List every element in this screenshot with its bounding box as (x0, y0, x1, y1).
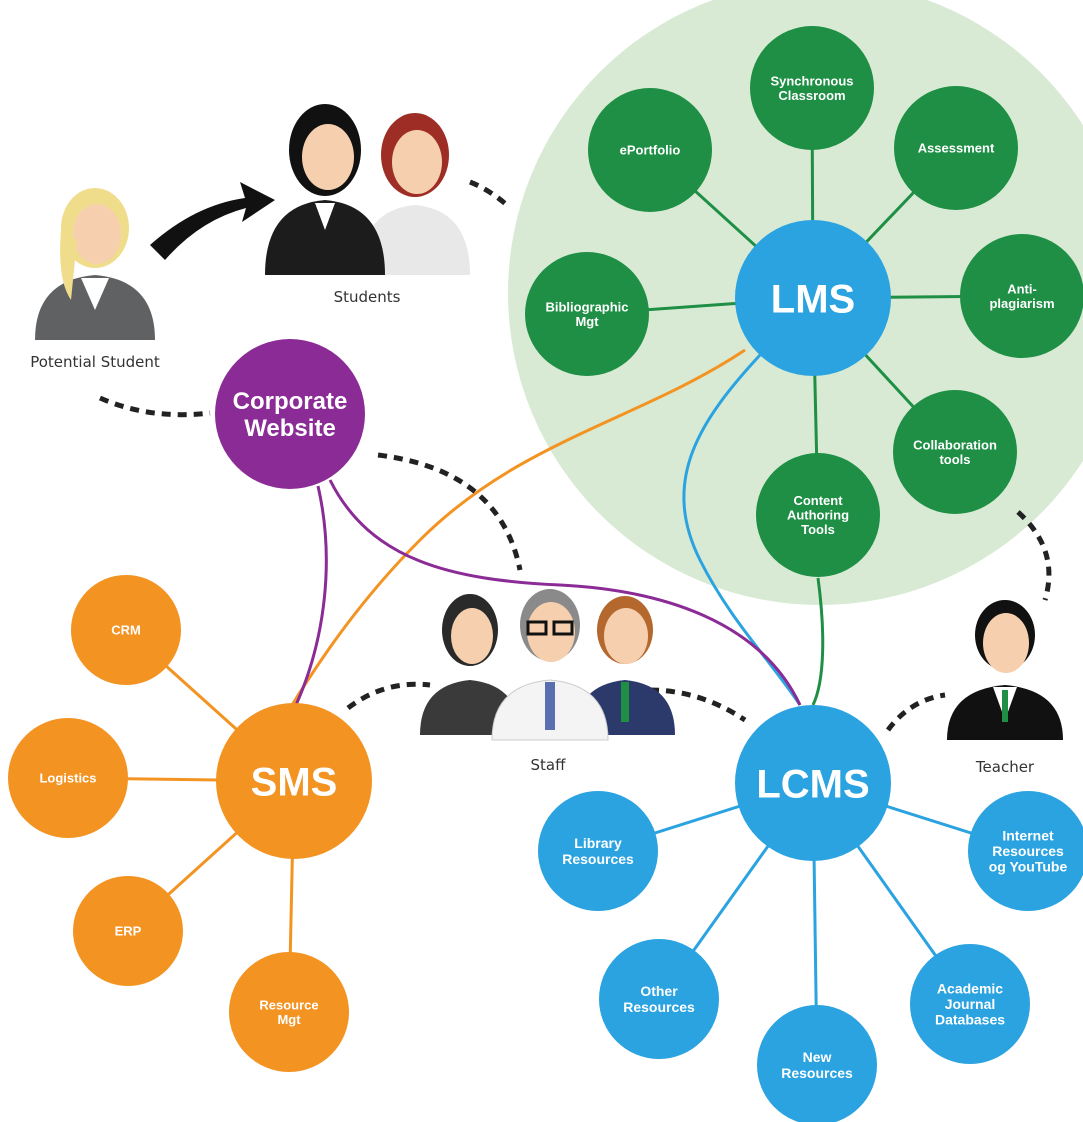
lms-module-6-label-line-2: Tools (801, 522, 835, 537)
sms-module-3-label-line-1: Mgt (277, 1012, 301, 1027)
lms-module-4-label-line-1: Mgt (575, 314, 599, 329)
lcms-module-1 (968, 791, 1083, 911)
lcms-hub (735, 705, 891, 861)
corporate-website-hub-label-line-0: Corporate (233, 388, 348, 415)
lms-module-3-label-line-0: Anti- (1007, 281, 1037, 296)
dashed-link-teacher-lms (1016, 510, 1052, 601)
lms-module-0-label-line-1: Classroom (778, 88, 845, 103)
lcms-module-1-label-line-2: og YouTube (989, 859, 1068, 875)
sms-module-1-label-line-0: Logistics (39, 771, 96, 786)
lcms-module-4-label-line-0: New (803, 1049, 832, 1065)
corporate-website-hub-label-line-1: Website (244, 415, 336, 442)
dashed-link-staff-lcms (649, 687, 747, 723)
lcms-module-0-label-line-0: Library (574, 835, 622, 851)
potential-student-label: Potential Student (30, 353, 160, 371)
sms-module-0 (71, 575, 181, 685)
potential-student-figure (35, 188, 155, 340)
lcms-hub-label-line-0: LCMS (756, 762, 869, 806)
sms-module-2 (73, 876, 183, 986)
lms-module-6 (756, 453, 880, 577)
lms-module-3-label-line-1: plagiarism (989, 296, 1054, 311)
sms-module-3-label-line-0: Resource (259, 997, 318, 1012)
lms-module-5-label-line-1: tools (939, 452, 970, 467)
lms-module-3 (960, 234, 1083, 358)
dashed-links (98, 179, 1052, 732)
lcms-module-3-label-line-0: Academic (937, 980, 1003, 996)
lcms-module-0-label-line-1: Resources (562, 851, 634, 867)
lcms-module-4 (757, 1005, 877, 1122)
lms-module-5-label-line-0: Collaboration (913, 437, 997, 452)
lms-module-6-label-line-0: Content (793, 493, 843, 508)
teacher-label: Teacher (975, 758, 1035, 776)
lcms-module-3-label-line-2: Databases (935, 1012, 1005, 1028)
lcms-module-2-label-line-1: Resources (623, 999, 695, 1015)
teacher-figure (947, 600, 1063, 740)
lms-hub (735, 220, 891, 376)
students-label: Students (334, 288, 401, 306)
lms-module-1-label-line-0: ePortfolio (620, 143, 681, 158)
lms-module-1 (588, 88, 712, 212)
lms-module-5 (893, 390, 1017, 514)
lms-module-0-label-line-0: Synchronous (770, 73, 853, 88)
staff-figure (420, 589, 675, 741)
curve-lms-sms (290, 348, 746, 706)
sms-module-0-label-line-0: CRM (111, 623, 141, 638)
dashed-link-lcms-teacher (885, 692, 946, 732)
lcms-module-3 (910, 944, 1030, 1064)
lms-module-6-label-line-1: Authoring (787, 508, 849, 523)
lcms-module-1-label-line-0: Internet (1002, 827, 1054, 843)
lms-module-0 (750, 26, 874, 150)
sms-module-1 (8, 718, 128, 838)
sms-module-3 (229, 952, 349, 1072)
corporate-website-hub (215, 339, 365, 489)
dashed-link-sms-staff (346, 681, 431, 710)
lms-module-2-label-line-0: Assessment (918, 141, 995, 156)
students-figure (265, 104, 470, 275)
sms-hub-label-line-0: SMS (251, 760, 338, 804)
lcms-module-3-label-line-1: Journal (945, 996, 996, 1012)
lcms-module-2 (599, 939, 719, 1059)
arrow-icon (150, 182, 275, 260)
curve-authoring-lcms (811, 577, 825, 706)
lms-hub-label-line-0: LMS (771, 277, 855, 321)
dashed-link-corporate-staff (377, 452, 523, 571)
lms-module-2 (894, 86, 1018, 210)
lms-module-4 (525, 252, 649, 376)
curve-lms-lcms (682, 353, 802, 706)
curve-corporate-sms (294, 485, 328, 706)
lcms-module-1-label-line-1: Resources (992, 843, 1064, 859)
lms-module-4-label-line-0: Bibliographic (545, 299, 628, 314)
dashed-link-students-lms (469, 179, 510, 208)
staff-label: Staff (531, 756, 567, 774)
sms-module-2-label-line-0: ERP (115, 924, 142, 939)
sms-hub (216, 703, 372, 859)
lcms-module-4-label-line-1: Resources (781, 1065, 853, 1081)
curve-corporate-lcms (328, 479, 802, 706)
lcms-module-0 (538, 791, 658, 911)
lcms-module-2-label-line-0: Other (640, 983, 678, 999)
dashed-link-potential-corporate (98, 395, 211, 418)
